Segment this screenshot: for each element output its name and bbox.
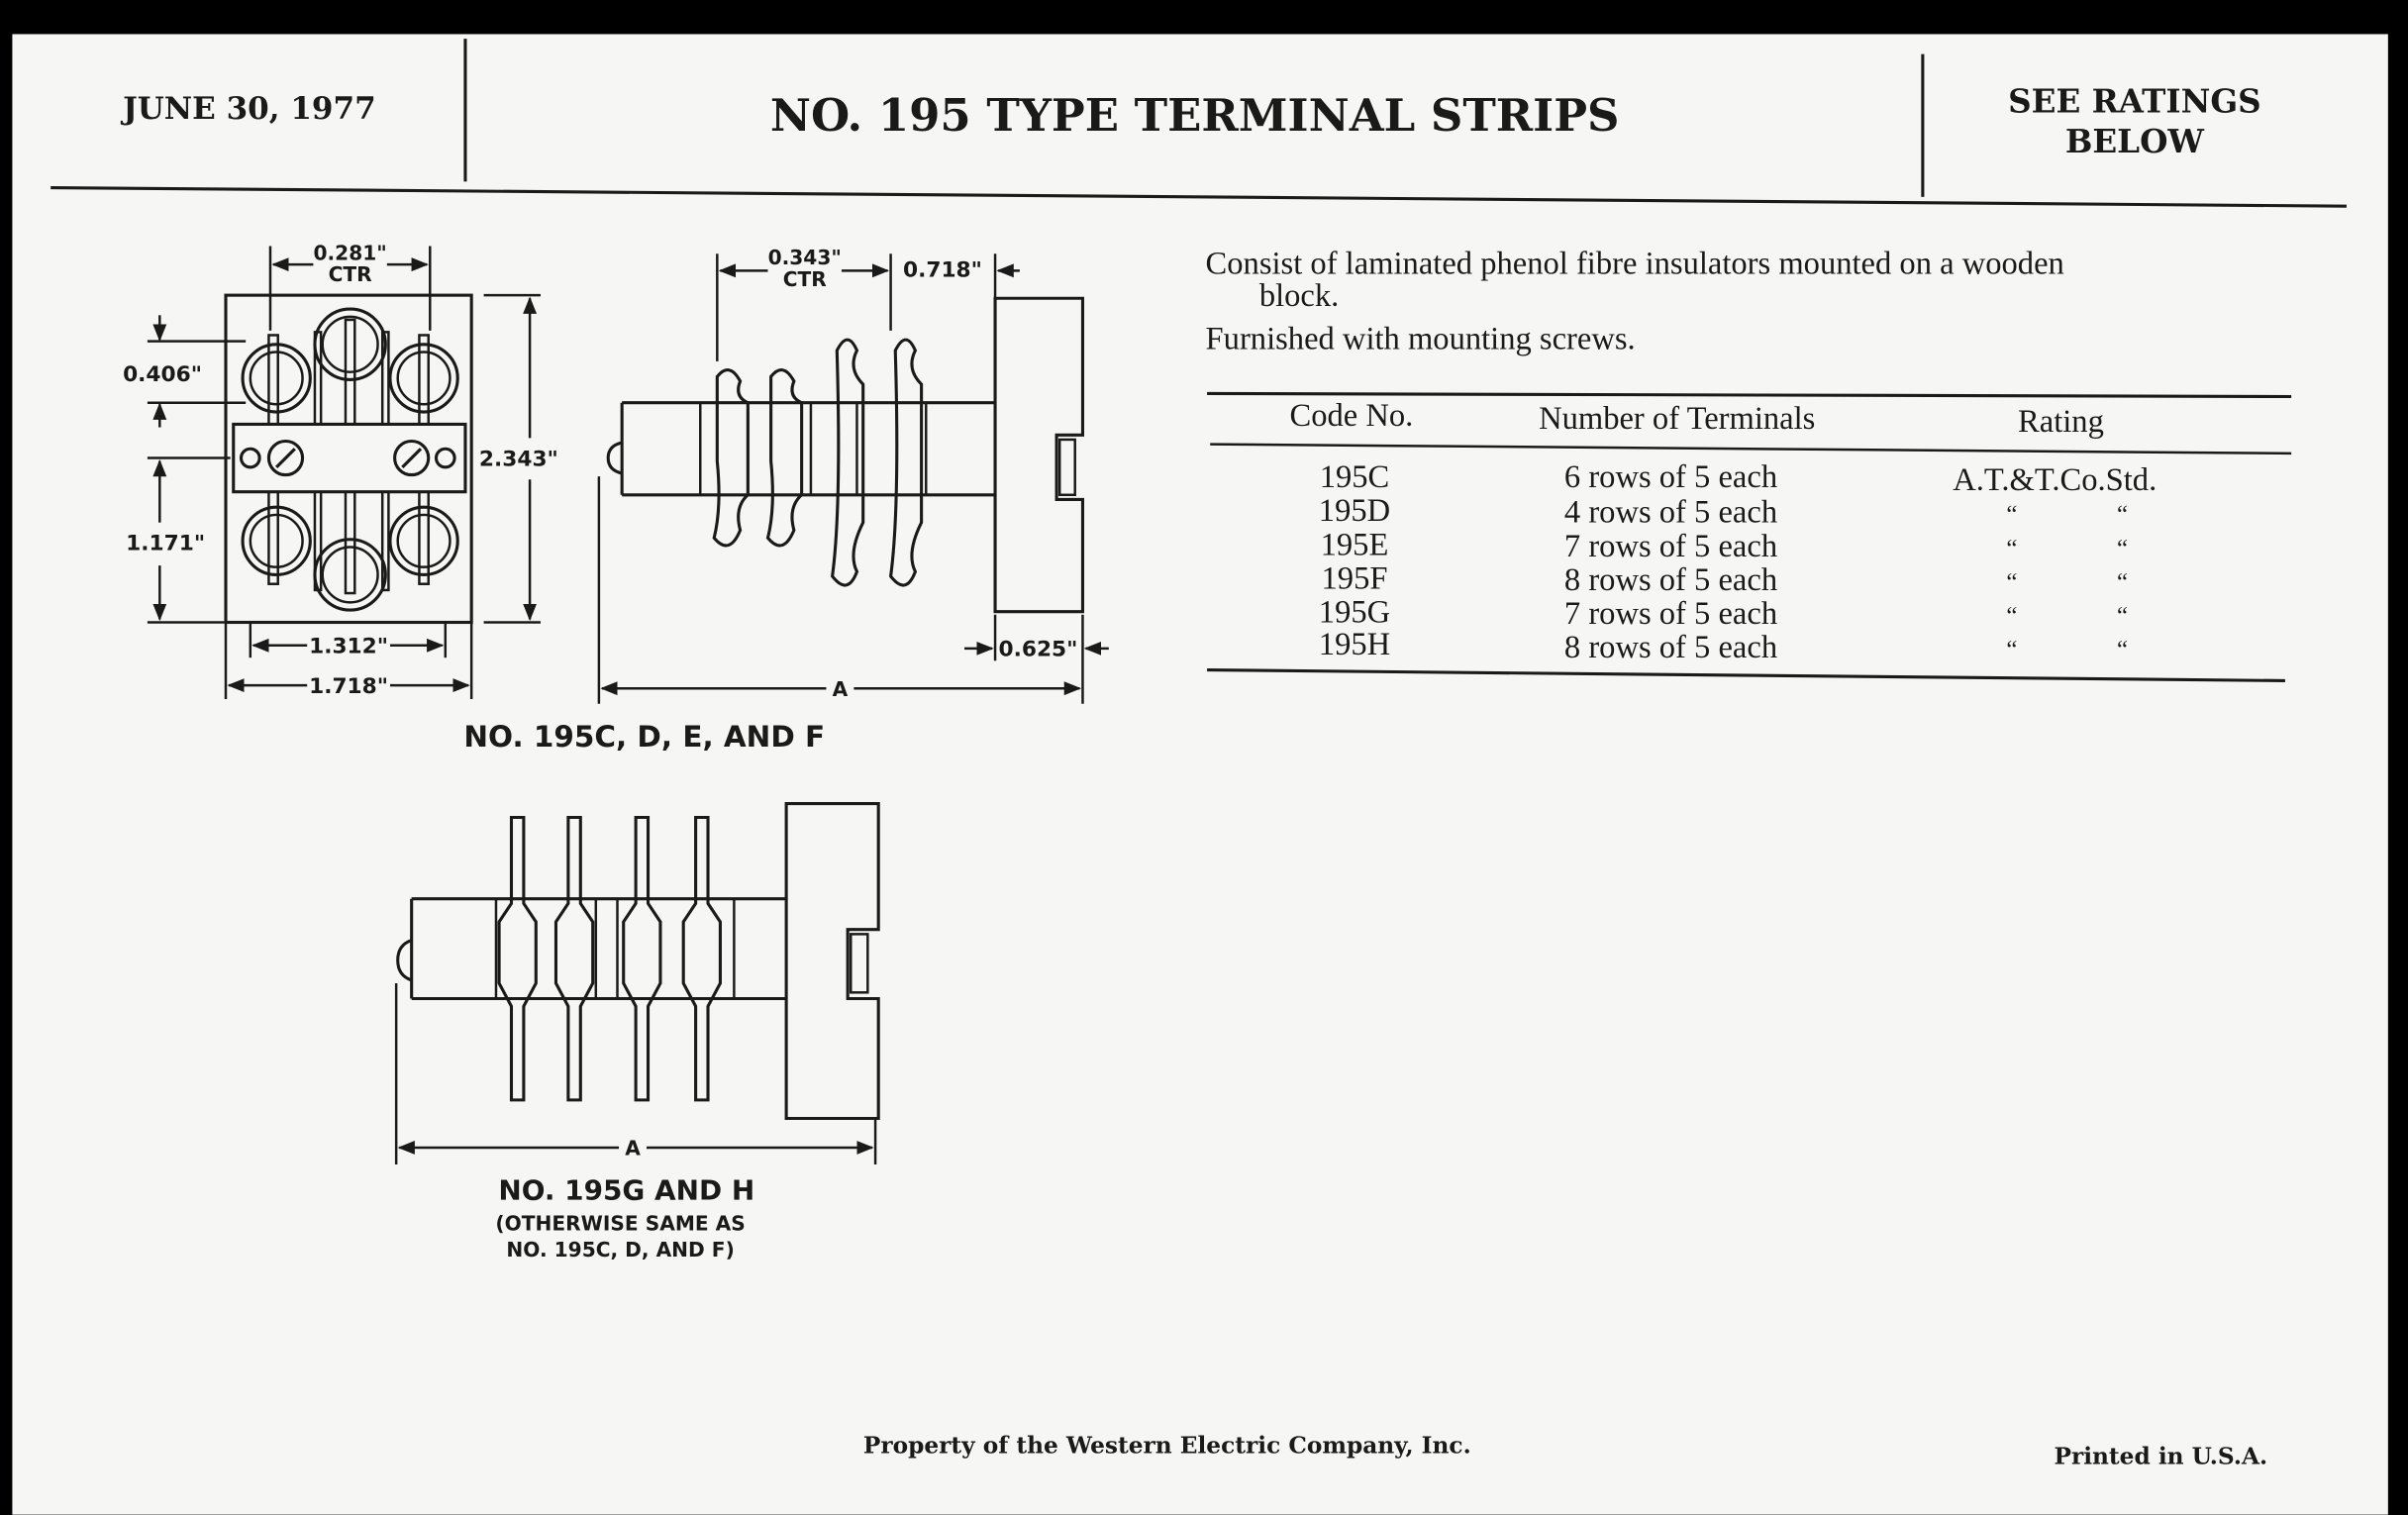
screw-icon: [393, 439, 431, 477]
row-rating: A.T.&T.Co.Std.: [1953, 462, 2157, 498]
table-top-rule: [1207, 391, 2292, 399]
dim-0281: 0.281": [313, 241, 386, 264]
bottom-view-drawing: A NO. 195G AND H (OTHERWISE SAME AS NO. …: [394, 801, 880, 1262]
table-row: 195H 8 rows of 5 each “ “: [1319, 627, 2128, 665]
shaft-outline: [410, 897, 787, 1001]
row-code: 195G: [1319, 595, 1390, 631]
table-header-rule: [1210, 443, 2292, 455]
front-view-drawing: 0.281" CTR 0.406" 1.171" 2.343" 1.312" 1…: [123, 241, 558, 700]
row-code: 195H: [1319, 627, 1390, 662]
row-terminals: 7 rows of 5 each: [1564, 529, 1777, 564]
dim-a: A: [833, 677, 849, 701]
caption-195g-h: NO. 195G AND H: [498, 1174, 754, 1207]
header: JUNE 30, 1977 NO. 195 TYPE TERMINAL STRI…: [50, 39, 2347, 208]
table-bottom-rule: [1207, 668, 2285, 682]
insulator-plate: [712, 368, 750, 548]
wooden-block: [993, 296, 1085, 614]
row-terminals: 8 rows of 5 each: [1564, 562, 1777, 598]
terminal-pins: [497, 815, 722, 1102]
row-rating-ditto: “: [2117, 569, 2128, 596]
side-view-drawing: 0.343" CTR 0.718" 0.625" A NO. 195C, D, …: [463, 246, 1109, 754]
column-header-code: Code No.: [1289, 398, 1413, 434]
row-rating-ditto: “: [2117, 603, 2128, 630]
row-rating-ditto: “: [2006, 536, 2017, 562]
ratings-note-line2: BELOW: [2065, 122, 2205, 160]
dim-ctr-label: CTR: [783, 267, 828, 291]
footer-property: Property of the Western Electric Company…: [863, 1433, 1471, 1460]
row-code: 195E: [1321, 527, 1389, 562]
dim-0718: 0.718": [903, 258, 982, 283]
description-line1-cont: block.: [1259, 278, 1339, 314]
wooden-block: [784, 801, 880, 1121]
table-row: 195G 7 rows of 5 each “ “: [1319, 595, 2128, 633]
row-rating-ditto: “: [2006, 502, 2017, 529]
ratings-note-line1: SEE RATINGS: [2008, 82, 2261, 121]
row-code: 195D: [1319, 493, 1390, 529]
insulator-plate: [888, 338, 924, 587]
row-rating-ditto: “: [2006, 569, 2017, 596]
dim-a: A: [625, 1137, 641, 1161]
description: Consist of laminated phenol fibre insula…: [1206, 246, 2064, 356]
knob-icon: [396, 939, 413, 982]
insulator-plate: [831, 338, 865, 587]
dim-0343: 0.343": [768, 246, 842, 269]
table-row: 195D 4 rows of 5 each “ “: [1319, 493, 2128, 531]
dim-0625: 0.625": [999, 638, 1078, 662]
row-terminals: 4 rows of 5 each: [1564, 495, 1777, 531]
row-code: 195C: [1320, 459, 1390, 495]
row-rating-ditto: “: [2117, 536, 2128, 562]
row-terminals: 7 rows of 5 each: [1564, 596, 1777, 632]
header-rule: [50, 186, 2347, 208]
insulator-plate: [765, 368, 804, 548]
paper-background: [12, 34, 2388, 1515]
table-row: 195E 7 rows of 5 each “ “: [1321, 527, 2128, 564]
knob-icon: [606, 441, 623, 475]
header-date: JUNE 30, 1977: [120, 91, 376, 127]
caption-note-line2: NO. 195C, D, AND F): [506, 1238, 734, 1262]
table-row: 195F 8 rows of 5 each “ “: [1322, 560, 2129, 598]
screw-icon: [266, 439, 305, 477]
column-header-rating: Rating: [2018, 404, 2104, 440]
dim-1171: 1.171": [126, 532, 205, 556]
caption-195c-f: NO. 195C, D, E, AND F: [463, 720, 825, 754]
row-code: 195F: [1322, 560, 1388, 596]
dim-ctr-label: CTR: [329, 262, 373, 286]
ratings-table: Code No. Number of Terminals Rating 195C…: [1207, 391, 2292, 682]
table-row: 195C 6 rows of 5 each A.T.&T.Co.Std.: [1320, 459, 2157, 498]
dim-2343: 2.343": [479, 447, 558, 471]
header-title: NO. 195 TYPE TERMINAL STRIPS: [770, 89, 1620, 142]
mounting-bar: [232, 422, 467, 494]
column-header-terminals: Number of Terminals: [1539, 401, 1815, 437]
row-rating-ditto: “: [2006, 603, 2017, 630]
description-line2: Furnished with mounting screws.: [1206, 321, 1636, 356]
hole-icon: [434, 447, 456, 469]
description-line1: Consist of laminated phenol fibre insula…: [1206, 246, 2064, 281]
row-terminals: 8 rows of 5 each: [1564, 630, 1777, 665]
row-rating-ditto: “: [2117, 502, 2128, 529]
row-rating-ditto: “: [2006, 637, 2017, 663]
caption-note-line1: (OTHERWISE SAME AS: [495, 1212, 745, 1236]
footer-printed: Printed in U.S.A.: [2054, 1443, 2267, 1469]
hole-icon: [239, 447, 261, 469]
dim-0406: 0.406": [123, 362, 202, 387]
dim-1312: 1.312": [309, 635, 388, 659]
dim-1718: 1.718": [309, 674, 388, 699]
row-terminals: 6 rows of 5 each: [1564, 459, 1777, 495]
row-rating-ditto: “: [2117, 637, 2128, 663]
shaft-outline: [620, 401, 996, 497]
